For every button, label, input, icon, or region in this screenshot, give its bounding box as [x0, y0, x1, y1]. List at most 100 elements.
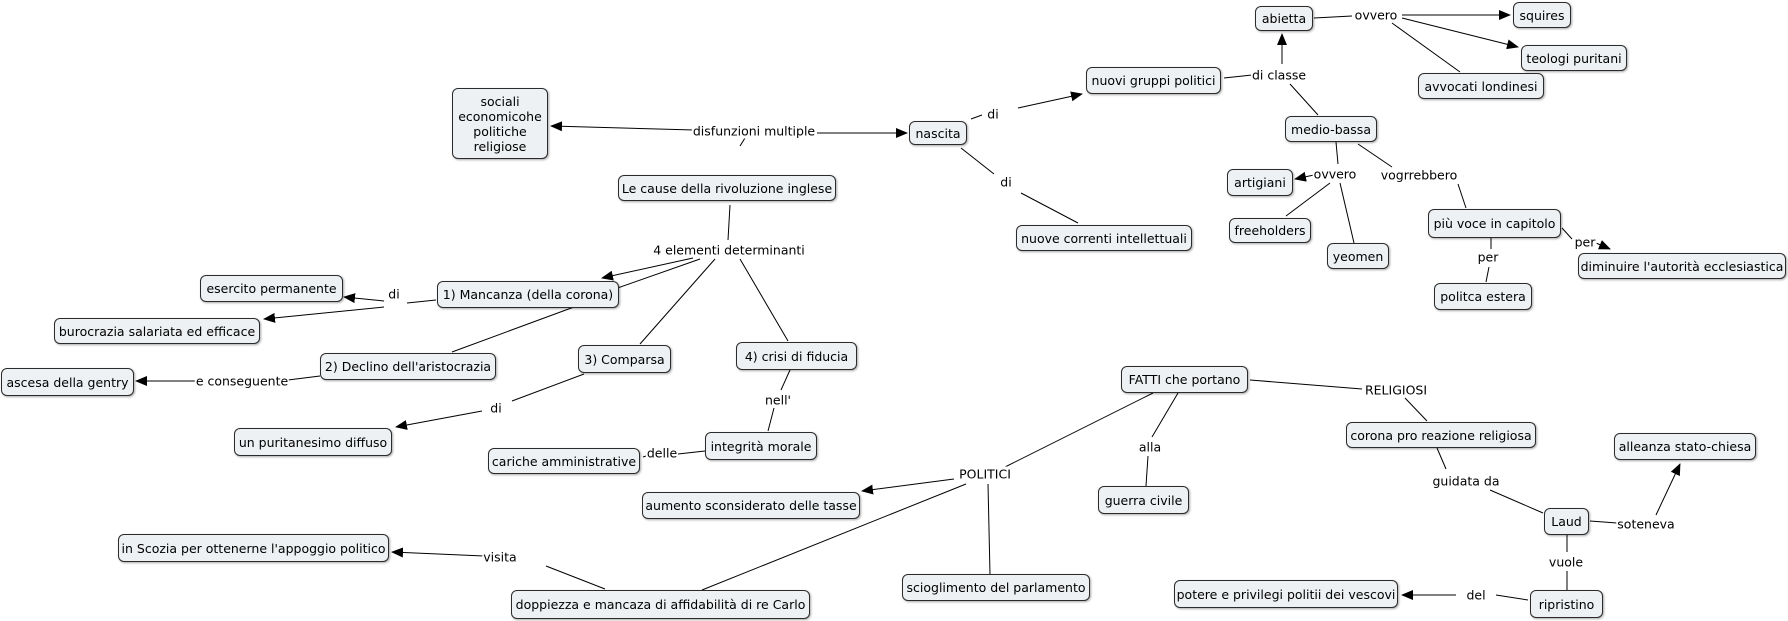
connector-line [451, 306, 575, 353]
node-avvocati[interactable]: avvocati londinesi [1418, 73, 1544, 99]
connector-line [406, 299, 437, 304]
link-label: 4 elementi determinanti [652, 242, 806, 258]
node-artigiani[interactable]: artigiani [1227, 169, 1293, 196]
node-declino[interactable]: 2) Declino dell'aristocrazia [320, 353, 496, 380]
node-doppiezza[interactable]: doppiezza e mancaza di affidabilità di r… [511, 590, 810, 619]
node-medio-bassa[interactable]: medio-bassa [1285, 116, 1377, 142]
connector-line [1489, 489, 1544, 514]
connector-line [601, 257, 694, 281]
connector-line [1285, 182, 1331, 217]
connector-line [1294, 171, 1315, 182]
node-integrita[interactable]: integrità morale [705, 432, 817, 460]
node-cause[interactable]: Le cause della rivoluzione inglese [618, 175, 836, 201]
link-label: disfunzioni multiple [691, 123, 817, 139]
connector-line [1495, 594, 1529, 601]
node-laud[interactable]: Laud [1544, 508, 1589, 535]
connector-line [861, 478, 955, 495]
node-politca-estera[interactable]: politca estera [1434, 283, 1532, 310]
node-cariche[interactable]: cariche amministrative [488, 448, 640, 474]
connector-line [767, 407, 775, 432]
node-line: economicohe [458, 108, 542, 124]
node-nascita[interactable]: nascita [909, 121, 967, 145]
connector-line [1595, 240, 1611, 250]
connector-line [1020, 192, 1079, 224]
connector-line [1357, 143, 1393, 168]
node-diminuire[interactable]: diminuire l'autorità ecclesiastica [1578, 253, 1786, 279]
link-label: per [1476, 249, 1500, 265]
node-squires[interactable]: squires [1513, 2, 1571, 28]
node-ascesa[interactable]: ascesa della gentry [1, 368, 134, 396]
link-label: visita [482, 549, 518, 565]
connector-line [727, 204, 731, 241]
link-label: di [999, 174, 1013, 190]
node-aumento[interactable]: aumento sconsiderato delle tasse [642, 492, 860, 519]
connector-line [1404, 397, 1428, 422]
node-corona-pro[interactable]: corona pro reazione religiosa [1346, 422, 1536, 448]
connector-line [391, 547, 485, 558]
link-label: di [986, 106, 1000, 122]
node-freeholders[interactable]: freeholders [1229, 218, 1311, 243]
link-label: alla [1137, 439, 1163, 455]
connector-line [1151, 392, 1179, 438]
node-esercito[interactable]: esercito permanente [200, 275, 343, 302]
node-nuove-correnti[interactable]: nuove correnti intellettuali [1016, 225, 1192, 251]
link-label: di [387, 286, 401, 302]
connector-line [639, 258, 716, 345]
connector-line [1589, 520, 1618, 524]
node-nuovi-gruppi[interactable]: nuovi gruppi politici [1086, 67, 1221, 94]
node-sociali[interactable]: sociali economicohe politiche religiose [452, 88, 548, 159]
link-label: RELIGIOSI [1363, 382, 1429, 398]
connector-line [263, 306, 385, 323]
node-teologi[interactable]: teologi puritani [1521, 45, 1627, 71]
link-label: POLITICI [958, 466, 1012, 482]
connector-line [701, 483, 967, 591]
connector-line [395, 410, 483, 430]
link-label: ovvero [1312, 166, 1358, 182]
node-scioglimento[interactable]: scioglimento del parlamento [902, 574, 1090, 601]
node-abietta[interactable]: abietta [1255, 6, 1313, 31]
connector-line [739, 258, 789, 342]
node-potere[interactable]: potere e privilegi politii dei vescovi [1174, 580, 1398, 608]
link-label: nell' [764, 392, 792, 408]
node-alleanza[interactable]: alleanza stato-chiesa [1614, 433, 1756, 460]
node-scozia[interactable]: in Scozia per ottenerne l'appoggio polit… [118, 534, 389, 562]
node-mancanza[interactable]: 1) Mancanza (della corona) [437, 281, 619, 308]
node-yeomen[interactable]: yeomen [1327, 243, 1389, 269]
node-crisi[interactable]: 4) crisi di fiducia [736, 342, 857, 370]
connector-line [960, 147, 995, 175]
connector-line [287, 375, 321, 381]
connector-line [1249, 379, 1363, 390]
connector-line [550, 121, 695, 132]
connector-line [1485, 266, 1490, 283]
connector-line [511, 373, 585, 402]
connector-line [545, 565, 606, 590]
link-label: delle [645, 445, 679, 461]
node-ripristino[interactable]: ripristino [1530, 590, 1603, 618]
connector-line [780, 369, 791, 391]
connector-line [1339, 182, 1355, 244]
node-guerra[interactable]: guerra civile [1098, 486, 1189, 514]
connector-line [1145, 455, 1149, 487]
link-label: di classe [1250, 67, 1308, 83]
connector-line [1017, 91, 1083, 109]
node-piu-voce[interactable]: più voce in capitolo [1428, 209, 1561, 238]
link-label: del [1465, 587, 1487, 603]
link-label: per [1573, 234, 1597, 250]
connector-line [987, 483, 991, 575]
connector-line [343, 293, 385, 304]
node-puritanesimo[interactable]: un puritanesimo diffuso [234, 428, 392, 456]
link-label: di [489, 400, 503, 416]
link-label: soteneva [1616, 516, 1676, 532]
node-fatti[interactable]: FATTI che portano [1121, 366, 1248, 393]
connector-line [1313, 15, 1353, 19]
connector-line [970, 114, 983, 120]
node-line: religiose [473, 138, 527, 154]
connector-line [677, 450, 706, 455]
connector-line [1004, 392, 1154, 468]
connector-line [1401, 17, 1519, 50]
node-comparsa[interactable]: 3) Comparsa [578, 345, 671, 373]
node-burocrazia[interactable]: burocrazia salariata ed efficace [54, 318, 260, 344]
connector-line [1335, 141, 1339, 165]
connector-line [1391, 22, 1461, 73]
